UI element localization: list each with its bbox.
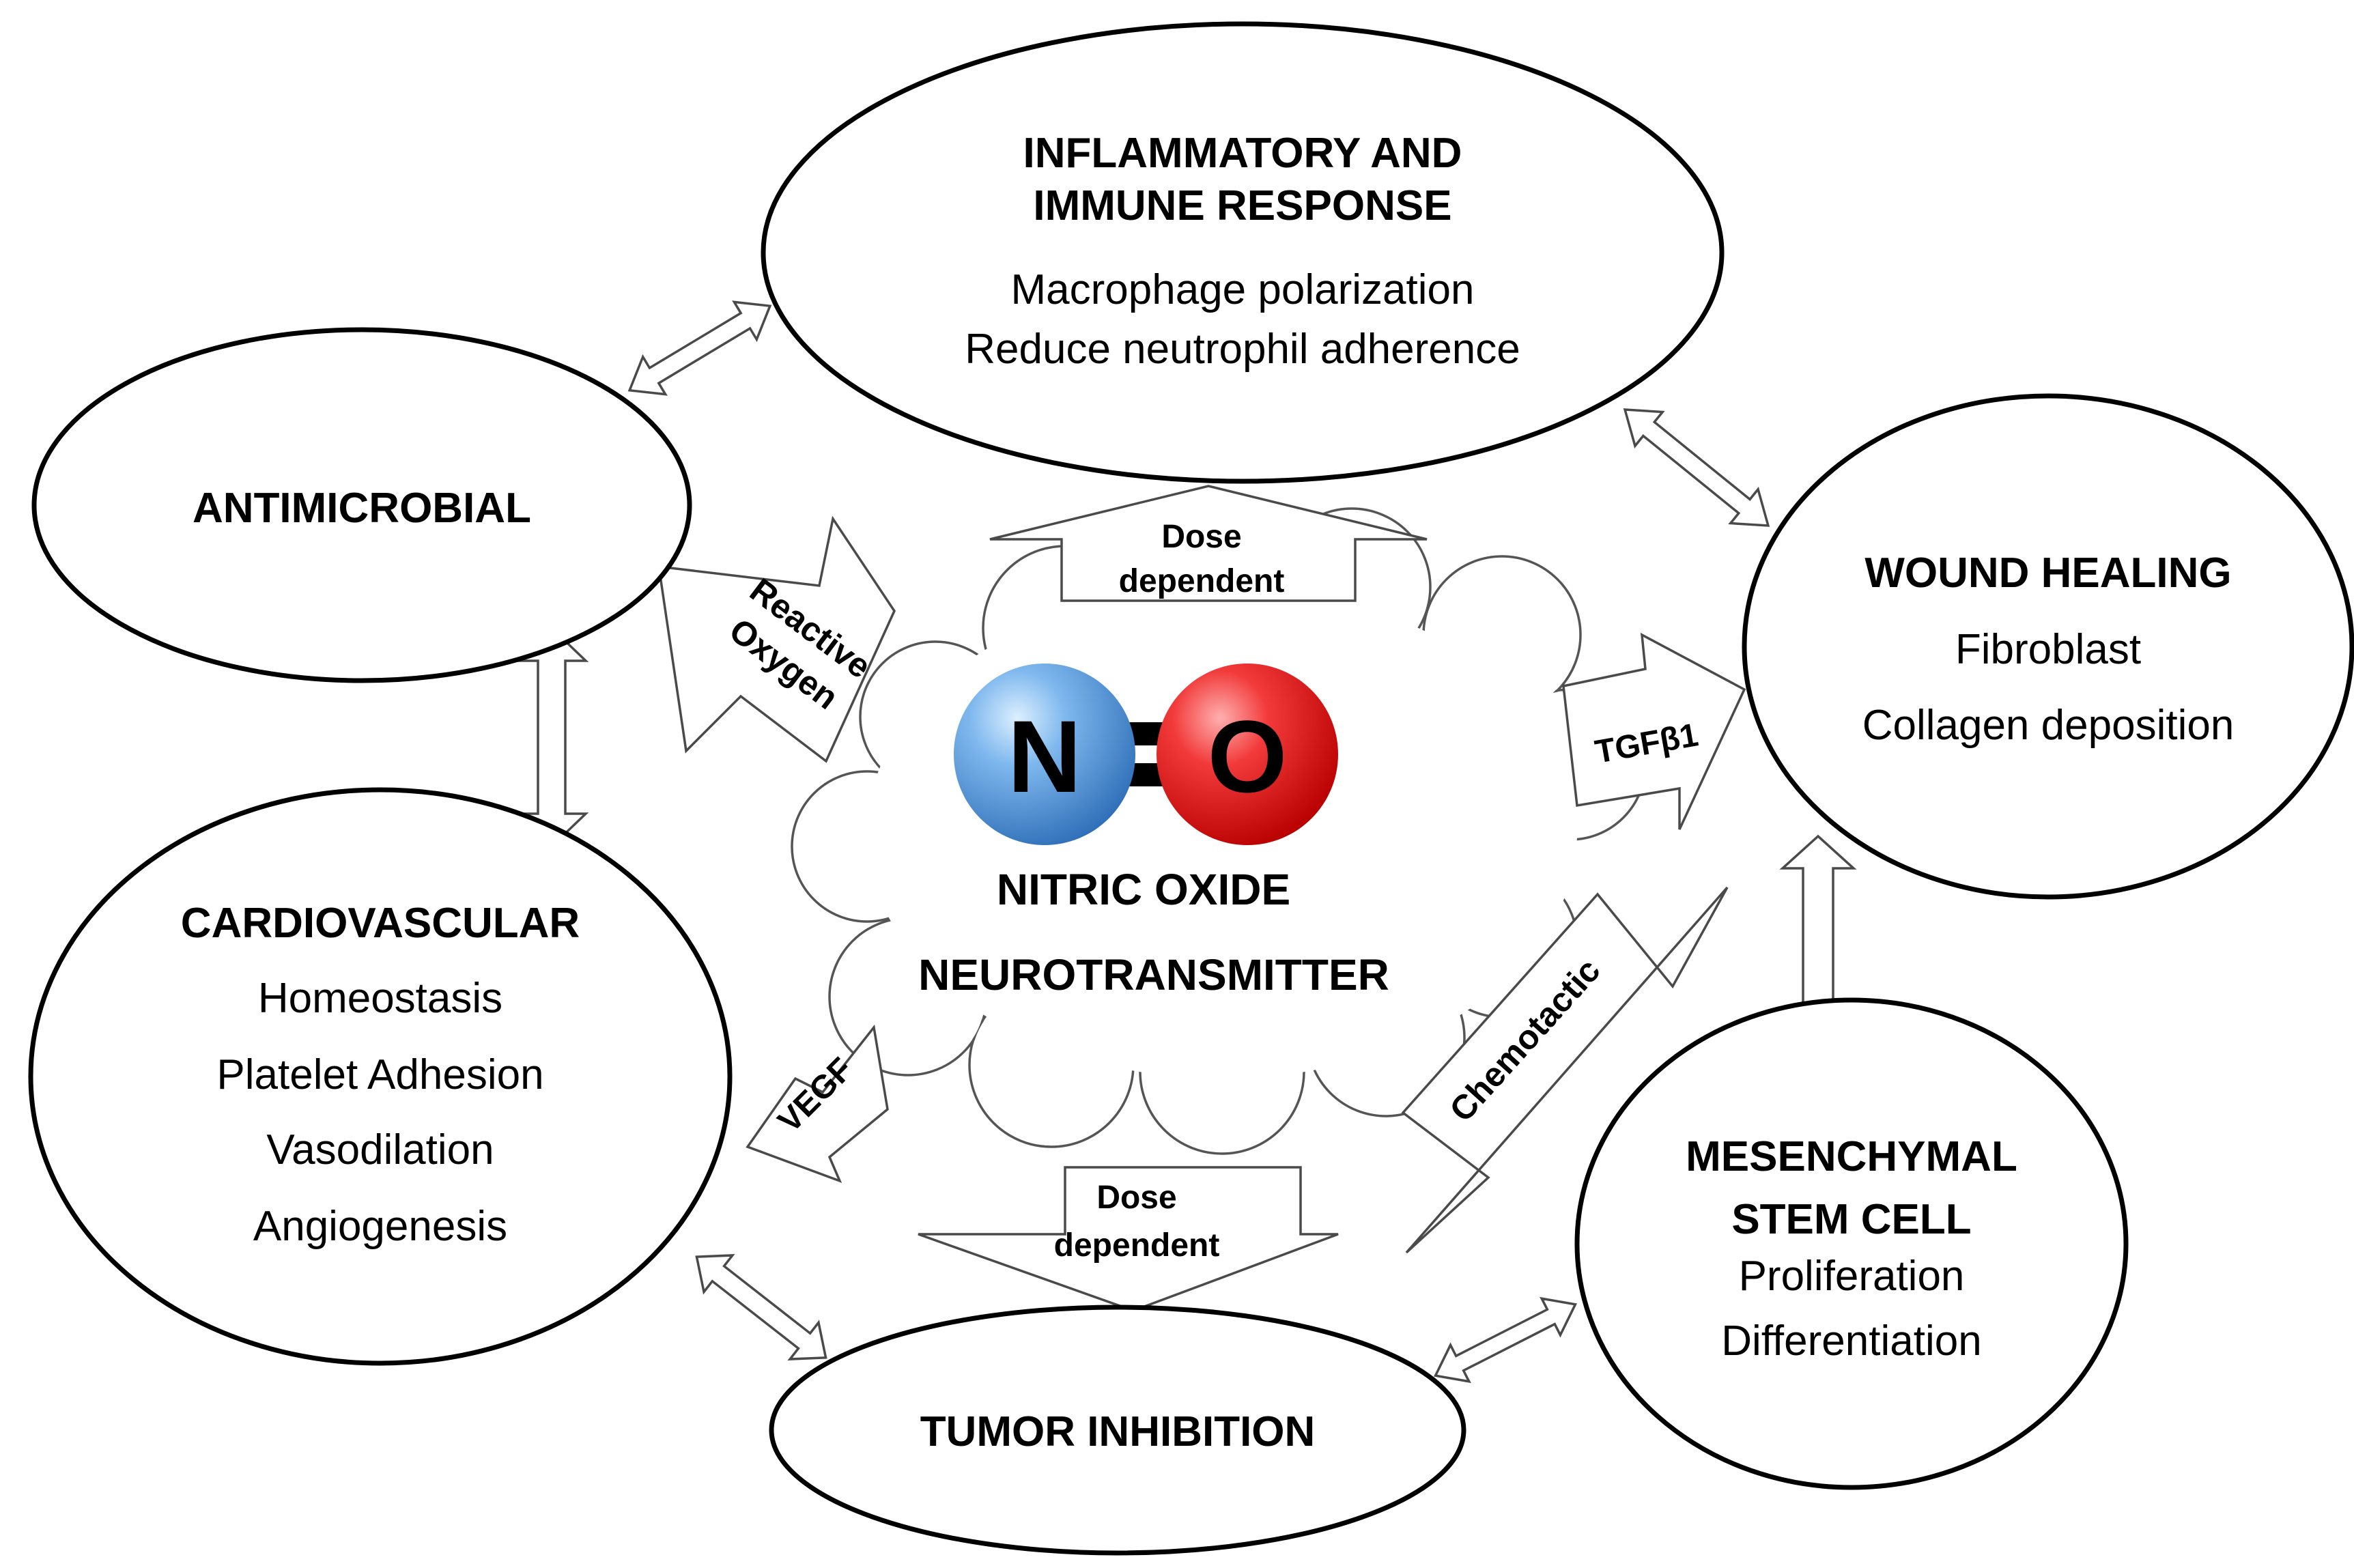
wound-item1: Fibroblast xyxy=(1955,626,2141,673)
double-arrow-cardio-tumor xyxy=(695,1254,827,1360)
node-tumor-inhibition: TUMOR INHIBITION xyxy=(769,1305,1466,1556)
msc-item2: Differentiation xyxy=(1721,1317,1981,1365)
node-wound-healing: WOUND HEALING Fibroblast Collagen deposi… xyxy=(1742,393,2354,900)
oxygen-atom xyxy=(1157,664,1338,845)
inflammatory-title-line2: IMMUNE RESPONSE xyxy=(1033,182,1451,229)
reactive-oxygen-arrow: Reactive Oxygen xyxy=(657,515,896,763)
antimicrobial-title: ANTIMICROBIAL xyxy=(193,485,531,532)
dose-dependent-up-arrow: Dose dependent xyxy=(989,485,1428,602)
cardio-title: CARDIOVASCULAR xyxy=(181,900,580,947)
cardio-item3: Vasodilation xyxy=(266,1126,494,1173)
center-title-line1: NITRIC OXIDE xyxy=(997,865,1290,914)
inflammatory-title-line1: INFLAMMATORY AND xyxy=(1023,130,1462,177)
oxygen-label: O xyxy=(1208,699,1288,814)
cardio-item1: Homeostasis xyxy=(258,975,502,1022)
no-molecule: N O xyxy=(954,664,1338,845)
dose-down-line1: Dose xyxy=(1096,1180,1176,1216)
inflammatory-item2: Reduce neutrophil adherence xyxy=(965,326,1520,373)
double-arrow-tumor-msc xyxy=(1433,1296,1578,1384)
nitrogen-label: N xyxy=(1008,699,1081,814)
double-arrow-inflammatory-wound xyxy=(1623,408,1770,527)
node-inflammatory-immune: INFLAMMATORY AND IMMUNE RESPONSE Macroph… xyxy=(761,21,1725,484)
dose-up-line1: Dose xyxy=(1161,519,1241,555)
cardio-item4: Angiogenesis xyxy=(253,1203,507,1250)
nitrogen-atom xyxy=(954,664,1135,845)
double-arrow-antimicrobial-cardio xyxy=(514,626,589,849)
node-antimicrobial: ANTIMICROBIAL xyxy=(31,327,692,683)
node-cardiovascular: CARDIOVASCULAR Homeostasis Platelet Adhe… xyxy=(28,787,733,1366)
wound-title: WOUND HEALING xyxy=(1864,550,2231,597)
dose-dependent-down-arrow: Dose dependent xyxy=(918,1166,1339,1312)
msc-title-line1: MESENCHYMAL xyxy=(1686,1133,2017,1180)
msc-title-line2: STEM CELL xyxy=(1731,1196,1971,1243)
msc-item1: Proliferation xyxy=(1739,1253,1965,1300)
tumor-title: TUMOR INHIBITION xyxy=(920,1408,1316,1455)
vegf-arrow: VEGF xyxy=(746,1024,889,1184)
node-mesenchymal-stem-cell: MESENCHYMAL STEM CELL Proliferation Diff… xyxy=(1574,997,2129,1490)
center-title-line2: NEUROTRANSMITTER xyxy=(918,950,1389,999)
inflammatory-item1: Macrophage polarization xyxy=(1011,266,1475,313)
double-arrow-antimicrobial-inflammatory xyxy=(627,300,772,396)
cardio-item2: Platelet Adhesion xyxy=(216,1051,543,1098)
dose-down-line2: dependent xyxy=(1054,1227,1220,1264)
tgf-beta1-arrow: TGFβ1 xyxy=(1562,632,1746,830)
wound-item2: Collagen deposition xyxy=(1862,702,2235,749)
dose-up-line2: dependent xyxy=(1119,563,1285,599)
